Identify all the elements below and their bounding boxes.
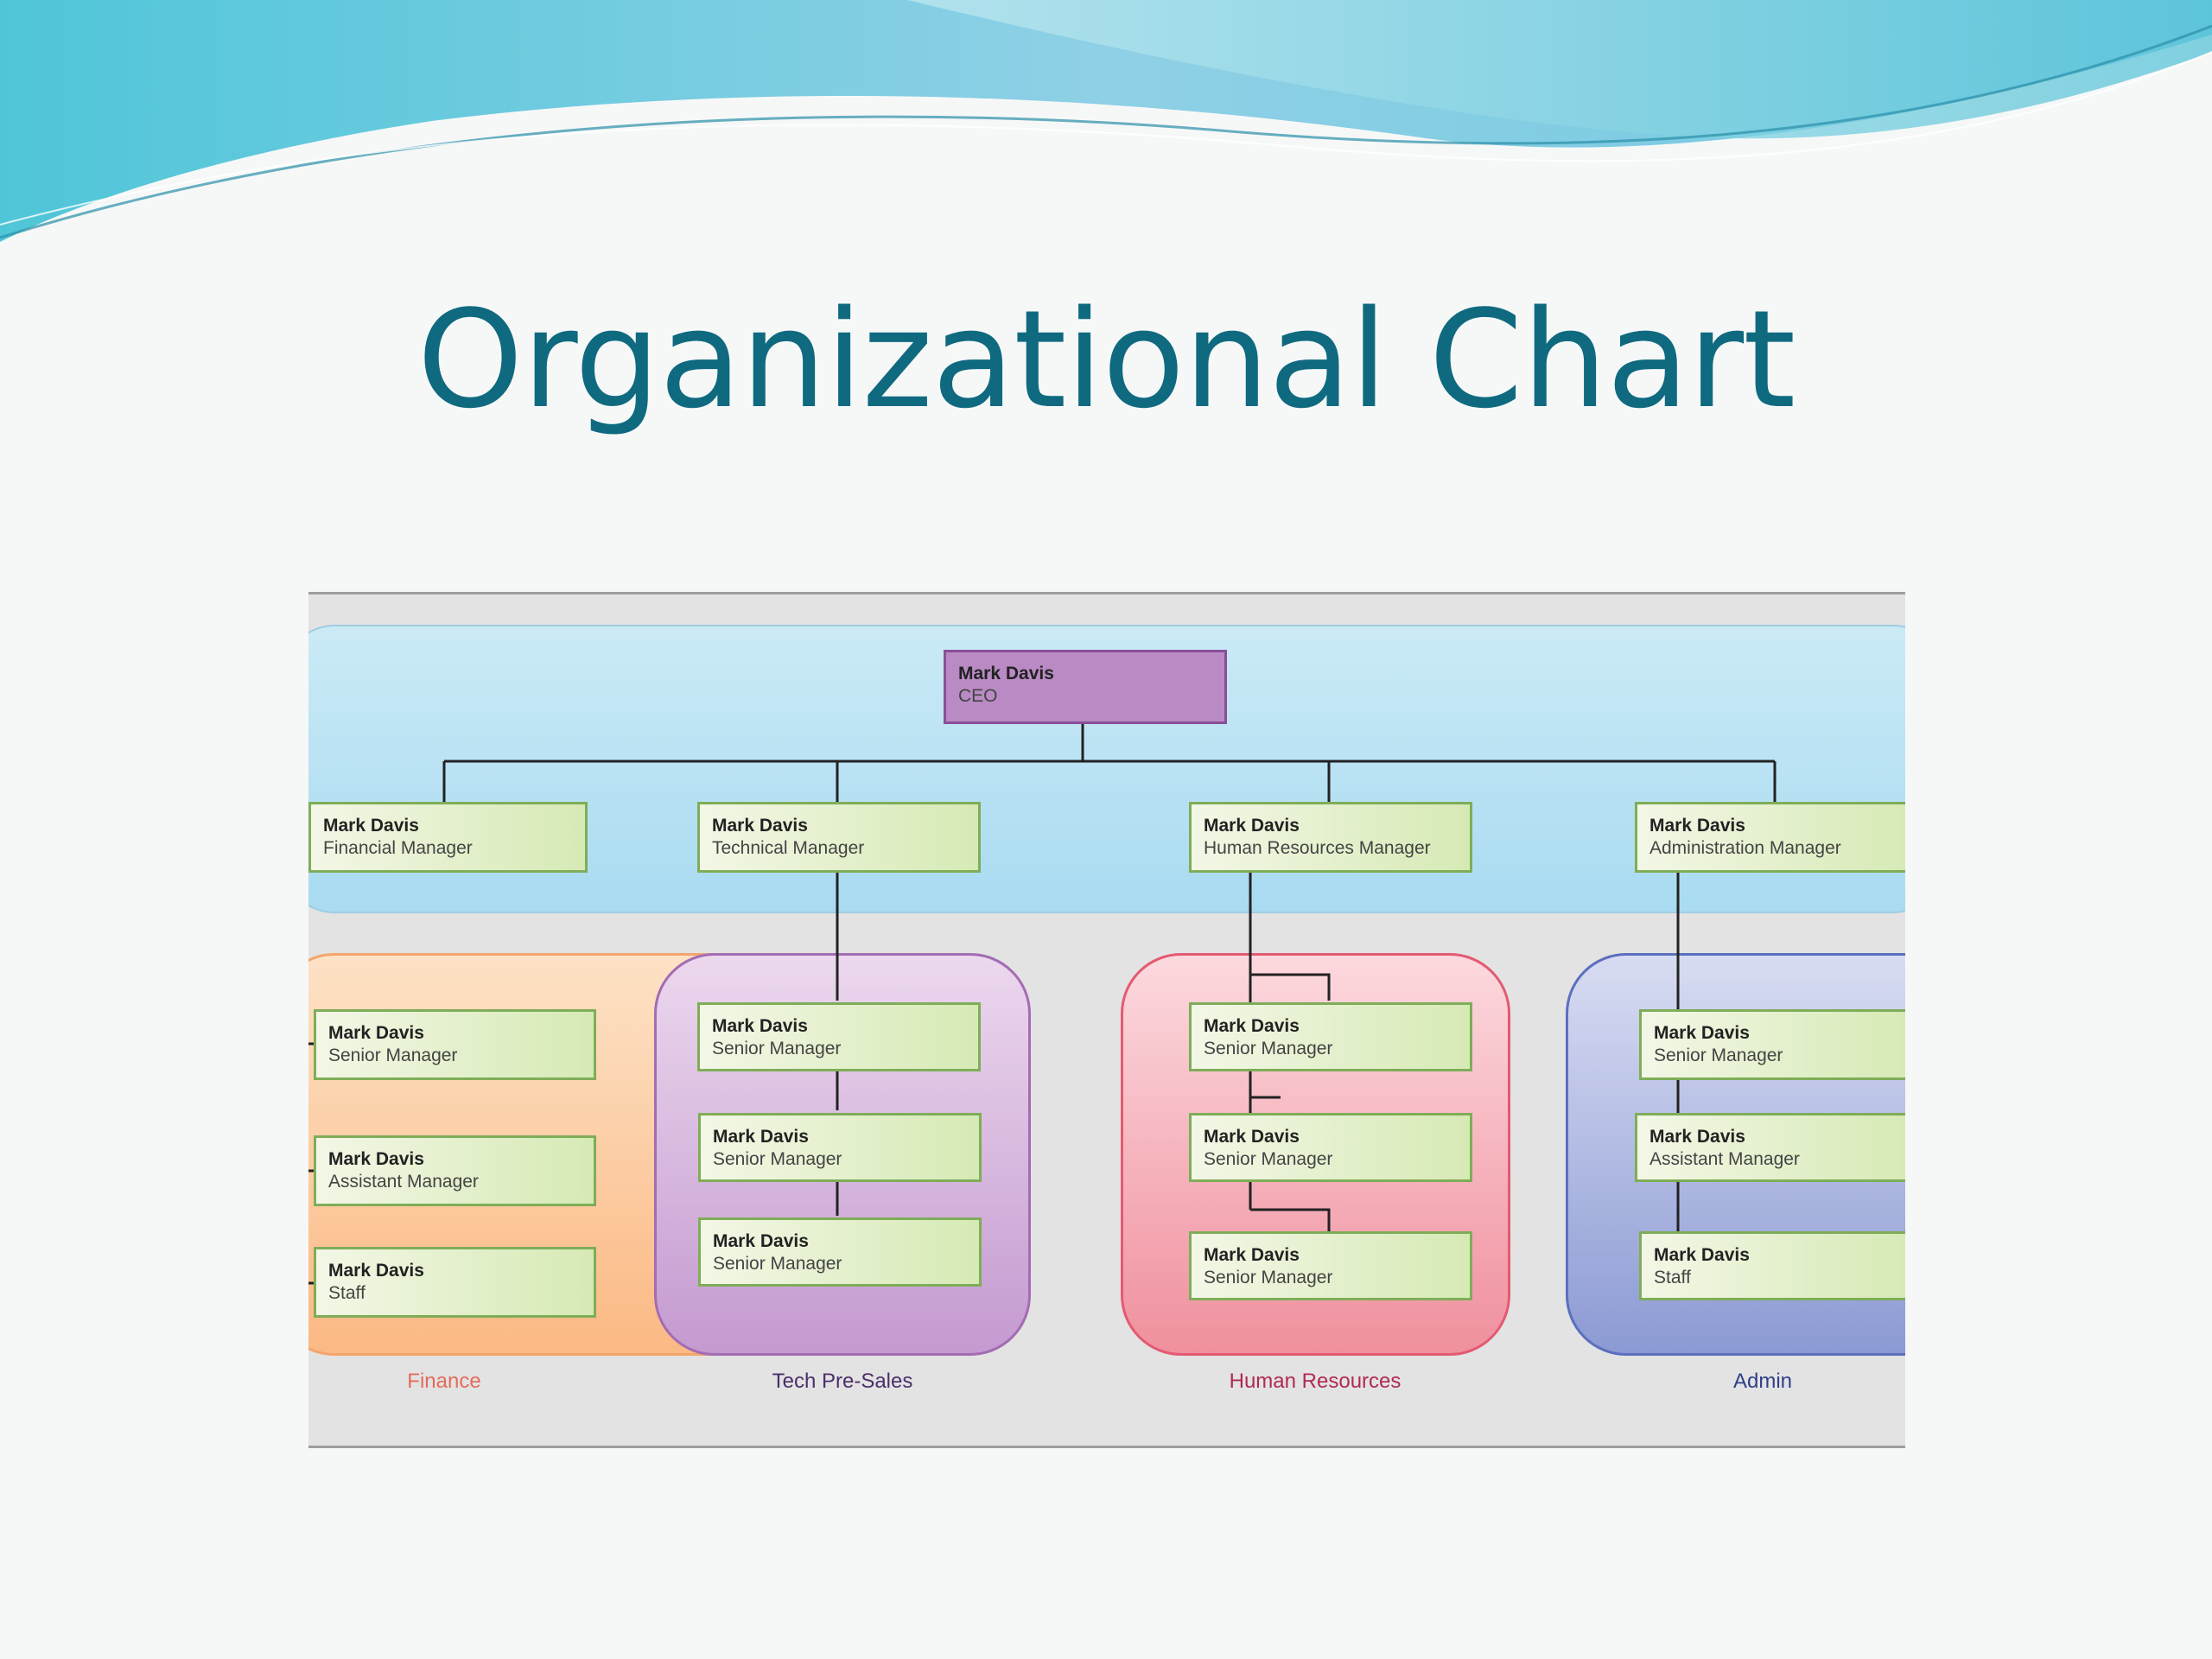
node-role: Staff [1654,1268,1691,1287]
hr-member-node[interactable]: Mark Davis Senior Manager [1189,1231,1472,1300]
node-name: Mark Davis [328,1023,424,1043]
manager-node-admin[interactable]: Mark Davis Administration Manager [1635,802,1905,873]
admin-member-node[interactable]: Mark Davis Senior Manager [1639,1009,1905,1080]
node-name: Mark Davis [328,1261,424,1281]
node-role: Senior Manager [1204,1268,1333,1287]
group-label-human-resources: Human Resources [1229,1370,1402,1393]
hr-member-node[interactable]: Mark Davis Senior Manager [1189,1113,1472,1182]
decorative-wave-header [0,0,2212,242]
node-name: Mark Davis [1649,1127,1745,1147]
node-name: Mark Davis [713,1231,809,1251]
finance-member-node[interactable]: Mark Davis Assistant Manager [314,1135,596,1206]
node-role: Administration Manager [1649,838,1841,858]
manager-node-tech[interactable]: Mark Davis Technical Manager [697,802,981,873]
finance-member-node[interactable]: Mark Davis Senior Manager [314,1009,596,1080]
node-name: Mark Davis [1204,816,1300,836]
manager-node-finance[interactable]: Mark Davis Financial Manager [308,802,588,873]
tech-member-node[interactable]: Mark Davis Senior Manager [697,1002,981,1071]
node-name: Mark Davis [1654,1245,1750,1265]
admin-member-node[interactable]: Mark Davis Assistant Manager [1635,1113,1905,1182]
node-name: Mark Davis [1649,816,1745,836]
ceo-node[interactable]: Mark Davis CEO [944,650,1227,724]
node-name: Mark Davis [1654,1023,1750,1043]
tech-member-node[interactable]: Mark Davis Senior Manager [698,1113,982,1182]
admin-member-node[interactable]: Mark Davis Staff [1639,1231,1905,1300]
node-role: Senior Manager [1204,1149,1333,1169]
node-role: Senior Manager [328,1046,458,1065]
node-role: Senior Manager [713,1149,842,1169]
group-label-tech-pre-sales: Tech Pre-Sales [772,1370,913,1393]
node-name: Mark Davis [712,816,808,836]
node-role: Assistant Manager [328,1172,479,1192]
node-role: Human Resources Manager [1204,838,1431,858]
node-role: Financial Manager [323,838,473,858]
hr-member-node[interactable]: Mark Davis Senior Manager [1189,1002,1472,1071]
org-chart: Mark Davis CEO Mark Davis Financial Mana… [308,592,1905,1448]
node-name: Mark Davis [323,816,419,836]
node-role: Technical Manager [712,838,865,858]
node-role: Senior Manager [713,1254,842,1274]
manager-node-hr[interactable]: Mark Davis Human Resources Manager [1189,802,1472,873]
node-name: Mark Davis [1204,1127,1300,1147]
node-name: Mark Davis [1204,1245,1300,1265]
group-label-finance: Finance [407,1370,481,1393]
tech-member-node[interactable]: Mark Davis Senior Manager [698,1217,982,1287]
node-name: Mark Davis [713,1127,809,1147]
node-name: Mark Davis [958,664,1054,683]
node-role: Senior Manager [712,1039,842,1058]
node-role: Senior Manager [1654,1046,1783,1065]
node-name: Mark Davis [712,1016,808,1036]
node-role: Senior Manager [1204,1039,1333,1058]
node-name: Mark Davis [1204,1016,1300,1036]
finance-member-node[interactable]: Mark Davis Staff [314,1247,596,1318]
node-role: Staff [328,1283,365,1303]
node-role: Assistant Manager [1649,1149,1800,1169]
group-label-admin: Admin [1732,1370,1793,1393]
slide-title: Organizational Chart [416,281,1796,438]
node-name: Mark Davis [328,1149,424,1169]
node-role: CEO [958,686,998,706]
